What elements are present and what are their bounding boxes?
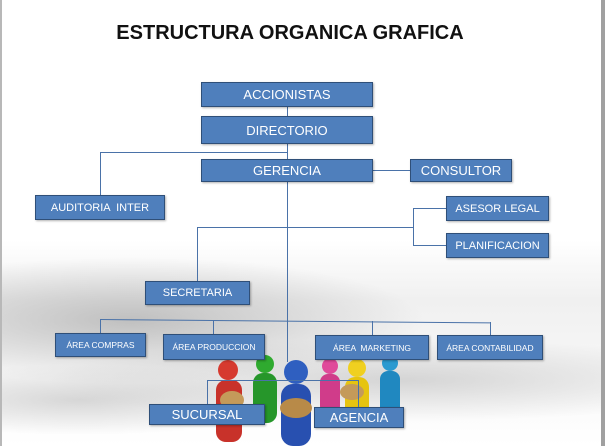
- connector-line: [413, 208, 414, 245]
- connector-line: [207, 380, 358, 381]
- node-directorio[interactable]: DIRECTORIO: [201, 116, 373, 144]
- page-title: ESTRUCTURA ORGANICA GRAFICA: [116, 22, 464, 44]
- connector-line: [372, 170, 410, 171]
- node-asesor-legal[interactable]: ASESOR LEGAL: [446, 196, 549, 221]
- node-area-compras[interactable]: ÁREA COMPRAS: [55, 333, 146, 357]
- connector-line: [100, 319, 101, 333]
- connector-line: [287, 144, 288, 362]
- node-agencia[interactable]: AGENCIA: [314, 407, 404, 428]
- node-area-contabilidad[interactable]: ÁREA CONTABILIDAD: [437, 335, 543, 360]
- frame-border-left: [0, 0, 2, 446]
- connector-line: [100, 152, 287, 153]
- node-secretaria[interactable]: SECRETARIA: [145, 281, 250, 305]
- connector-line: [372, 321, 373, 335]
- connector-line: [413, 208, 446, 209]
- connector-line: [358, 380, 359, 407]
- node-accionistas[interactable]: ACCIONISTAS: [201, 82, 373, 107]
- connector-line: [287, 106, 288, 116]
- connector-line: [197, 227, 413, 228]
- connector-line: [207, 380, 208, 404]
- connector-line: [197, 227, 198, 281]
- connector-line: [413, 245, 446, 246]
- node-sucursal[interactable]: SUCURSAL: [149, 404, 265, 425]
- figure-pink: [320, 358, 340, 414]
- connector-line: [213, 320, 214, 334]
- node-gerencia[interactable]: GERENCIA: [201, 159, 373, 182]
- node-auditoria-inter[interactable]: AUDITORIA INTER: [35, 195, 165, 220]
- node-planificacion[interactable]: PLANIFICACION: [446, 233, 549, 258]
- connector-line: [490, 322, 491, 335]
- frame-border-right: [601, 0, 605, 446]
- node-consultor[interactable]: CONSULTOR: [410, 159, 512, 182]
- node-area-marketing[interactable]: ÁREA MARKETING: [315, 335, 429, 360]
- connector-line: [100, 152, 101, 195]
- node-area-produccion[interactable]: ÁREA PRODUCCION: [163, 334, 265, 360]
